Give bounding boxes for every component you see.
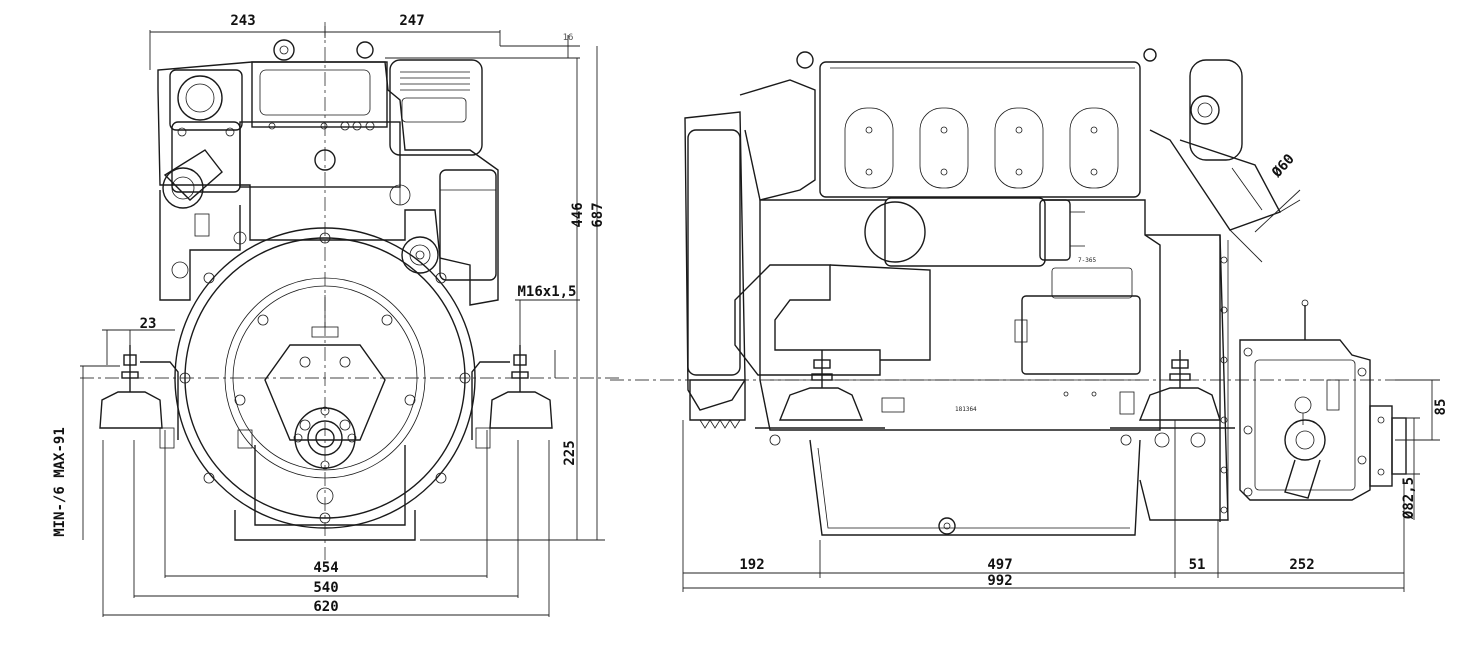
side-view: 181364 7-365 bbox=[610, 48, 1449, 592]
dim-lower-height: 225 bbox=[562, 440, 578, 465]
side-gearbox bbox=[1239, 299, 1407, 501]
dim-front-len: 192 bbox=[739, 557, 764, 573]
side-rear-engine-mount bbox=[1110, 350, 1235, 448]
dim-width-total: 620 bbox=[313, 599, 338, 615]
dim-height-inner: 446 bbox=[570, 202, 586, 227]
side-control-box bbox=[1014, 267, 1141, 375]
dim-top-right: 247 bbox=[399, 13, 424, 29]
dim-width-mid: 540 bbox=[313, 580, 338, 596]
dim-center-len: 497 bbox=[987, 557, 1012, 573]
front-engine-block bbox=[157, 39, 499, 306]
side-dimensions bbox=[682, 379, 1440, 592]
dim-bell-len: 51 bbox=[1189, 557, 1206, 573]
dim-exhaust-dia: Ø60 bbox=[1268, 151, 1297, 181]
front-left-engine-mount bbox=[99, 345, 179, 449]
side-bell-housing bbox=[1139, 234, 1229, 522]
side-turbo-exhaust bbox=[1149, 59, 1301, 263]
dim-thread: M16x1,5 bbox=[517, 284, 576, 300]
dim-flange-height: 85 bbox=[1433, 399, 1449, 416]
front-right-engine-mount bbox=[471, 345, 553, 449]
dim-offset-small: 16 bbox=[563, 33, 574, 43]
front-view: 243 247 16 446 687 M16x1,5 23 225 MIN-/6… bbox=[52, 13, 620, 617]
side-starter-motor: 7-365 bbox=[864, 197, 1096, 267]
front-dimensions bbox=[80, 26, 605, 617]
dim-width-inner: 454 bbox=[313, 560, 338, 576]
dim-top-left: 243 bbox=[230, 13, 255, 29]
side-front-engine-mount bbox=[755, 350, 885, 446]
side-oil-pan bbox=[809, 439, 1141, 536]
side-front-cover bbox=[684, 111, 746, 429]
side-exhaust-pipe bbox=[734, 264, 931, 376]
side-cylinder-head bbox=[739, 48, 1157, 201]
dim-height-total: 687 bbox=[590, 202, 606, 227]
starter-plate-label: 7-365 bbox=[1078, 257, 1096, 264]
dim-flange-dia: Ø82,5 bbox=[1401, 477, 1417, 520]
front-flywheel-housing bbox=[174, 227, 476, 541]
dim-total-len: 992 bbox=[987, 573, 1012, 589]
engine-plate-label: 181364 bbox=[955, 406, 977, 413]
dim-mount-adjust: MIN-/6 MAX-91 bbox=[52, 427, 68, 537]
dim-gear-len: 252 bbox=[1289, 557, 1314, 573]
front-water-pump bbox=[159, 69, 247, 301]
dim-mount-offset: 23 bbox=[140, 316, 157, 332]
